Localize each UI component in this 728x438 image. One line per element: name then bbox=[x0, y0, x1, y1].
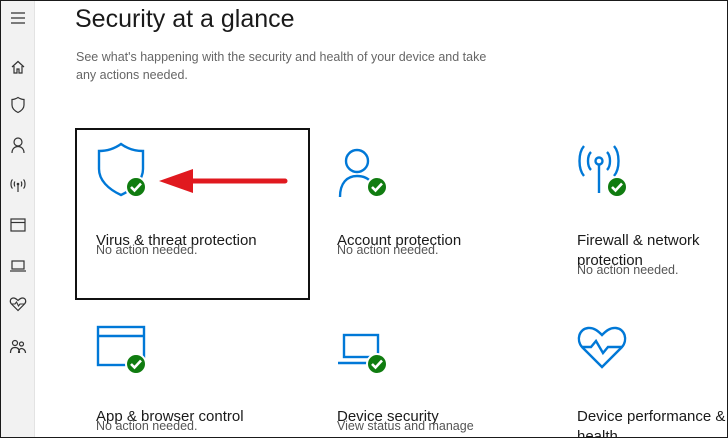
tile-title: App & browser control bbox=[96, 408, 244, 425]
tile-virus-threat-protection[interactable]: Virus & threat protection No action need… bbox=[96, 141, 326, 271]
tile-app-browser-control[interactable]: App & browser control No action needed. bbox=[96, 317, 326, 437]
tile-firewall-network-protection[interactable]: Firewall & network protection No action … bbox=[577, 141, 727, 291]
app-browser-icon[interactable] bbox=[7, 214, 29, 236]
page-title: Security at a glance bbox=[75, 5, 295, 33]
tile-title: Device security bbox=[337, 408, 439, 425]
wifi-antenna-icon[interactable] bbox=[7, 174, 29, 196]
highlight-box bbox=[75, 128, 310, 300]
tile-device-security[interactable]: Device security View status and manage bbox=[337, 317, 567, 437]
tile-status: No action needed. bbox=[337, 243, 439, 257]
tile-account-protection[interactable]: Account protection No action needed. bbox=[337, 141, 567, 271]
tile-title: Account protection bbox=[337, 232, 462, 249]
heart-pulse-icon bbox=[577, 317, 637, 369]
heart-pulse-icon[interactable] bbox=[7, 293, 29, 315]
shield-check-icon bbox=[96, 141, 156, 198]
shield-icon[interactable] bbox=[7, 94, 29, 116]
sidebar bbox=[1, 1, 35, 437]
page-description: See what's happening with the security a… bbox=[76, 50, 487, 82]
tile-title: Virus & threat protection bbox=[96, 232, 257, 249]
laptop-icon[interactable] bbox=[7, 255, 29, 277]
person-check-icon bbox=[337, 141, 397, 198]
tile-status: No action needed. bbox=[577, 263, 679, 277]
arrow-left-icon bbox=[157, 166, 289, 201]
person-icon[interactable] bbox=[7, 134, 29, 156]
window-check-icon bbox=[96, 317, 156, 375]
antenna-check-icon bbox=[577, 141, 637, 198]
home-icon[interactable] bbox=[7, 56, 29, 78]
main-content: Security at a glance See what's happenin… bbox=[35, 1, 727, 437]
tile-status: No action needed. bbox=[96, 419, 198, 433]
tile-status: View status and manage bbox=[337, 419, 474, 433]
family-icon[interactable] bbox=[7, 336, 29, 358]
hamburger-menu-icon[interactable] bbox=[7, 7, 29, 29]
tile-status: No action needed. bbox=[96, 243, 198, 257]
tile-title: Firewall & network protection bbox=[577, 232, 700, 269]
laptop-check-icon bbox=[337, 317, 397, 375]
tile-device-performance-health[interactable]: Device performance & health bbox=[577, 317, 727, 438]
tile-title: Device performance & health bbox=[577, 408, 726, 438]
